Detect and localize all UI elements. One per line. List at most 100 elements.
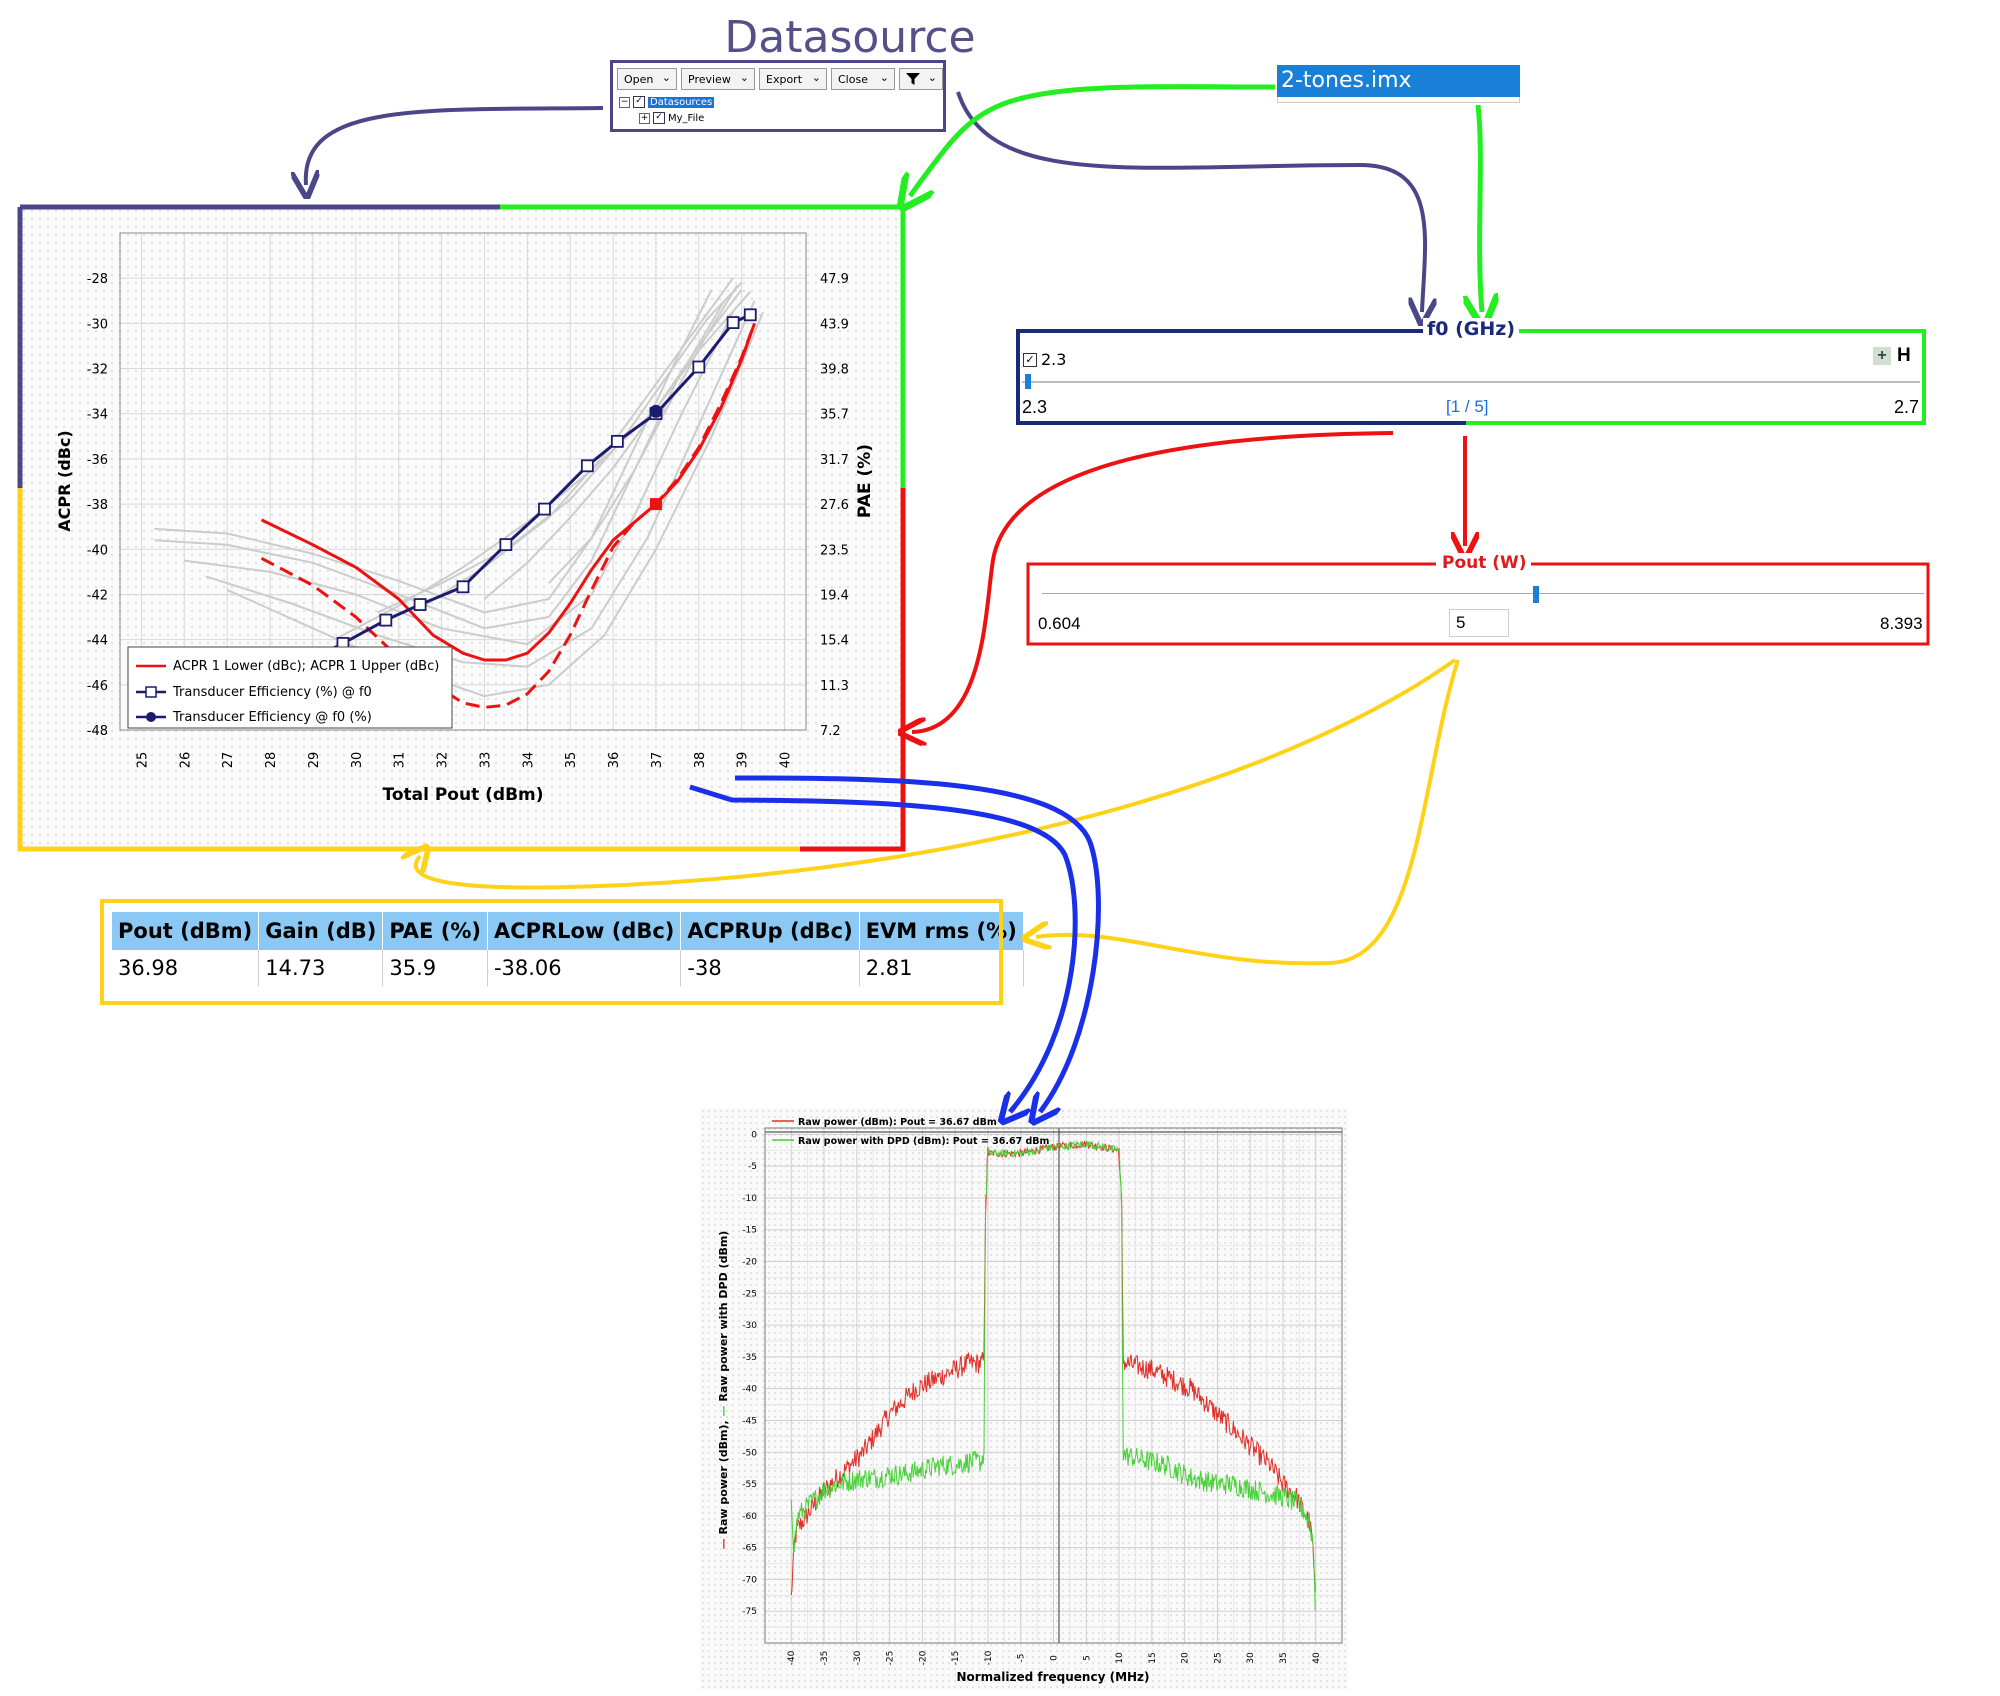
- x-tick-label: -35: [820, 1651, 830, 1666]
- close-button-label: Close: [838, 72, 868, 86]
- cell-pout: 36.98: [112, 950, 260, 986]
- collapse-icon[interactable]: −: [619, 96, 630, 108]
- spectrum-ylabel-part-raw: Raw power (dBm): [717, 1425, 730, 1535]
- y-tick-label-left: -36: [87, 453, 108, 468]
- f0-panel-border: [1016, 329, 1926, 425]
- y-tick-label-left: -40: [87, 543, 108, 558]
- data-point-square: [538, 502, 551, 516]
- y-tick-label-right: 19.4: [820, 588, 849, 603]
- y-tick-label-right: 7.2: [820, 724, 841, 739]
- spectrum-ylabel: — Raw power (dBm), — Raw power with DPD …: [717, 1231, 730, 1550]
- f0-slider-thumb[interactable]: [1025, 374, 1031, 389]
- column-header-acprup[interactable]: ACPRUp (dBc): [680, 912, 860, 950]
- x-tick-label: 32: [436, 752, 451, 769]
- pout-slider-thumb[interactable]: [1533, 586, 1539, 603]
- selected-point-dot: [649, 404, 663, 418]
- y-tick-label-left: -30: [87, 317, 108, 332]
- f0-slider-track[interactable]: [1022, 381, 1920, 383]
- expand-icon[interactable]: +: [639, 112, 650, 124]
- pout-max-value: 8.393: [1880, 614, 1923, 633]
- column-header-evm[interactable]: EVM rms (%): [859, 912, 1024, 950]
- data-point-square: [413, 598, 427, 611]
- column-header-pout[interactable]: Pout (dBm): [112, 912, 260, 950]
- connector-f0-to-chart: [912, 431, 1394, 732]
- pout-value-input[interactable]: 5: [1449, 609, 1509, 637]
- main-chart-ylabel-left: ACPR (dBc): [55, 430, 74, 532]
- x-tick-label: 0: [1050, 1655, 1060, 1661]
- legend-marker-square: [145, 686, 157, 698]
- f0-max-value: 2.7: [1894, 397, 1920, 417]
- chevron-down-icon: ⌄: [879, 71, 889, 84]
- file-name-chip[interactable]: 2-tones.imx: [1277, 65, 1520, 97]
- connector-file-to-chart: [910, 84, 1276, 196]
- y-tick-label-left: -34: [87, 408, 108, 423]
- legend-box: [127, 646, 453, 729]
- checkbox-my-file[interactable]: ✓: [653, 112, 665, 124]
- x-tick-label: 38: [693, 752, 708, 769]
- results-header-row: Pout (dBm) Gain (dB) PAE (%) ACPRLow (dB…: [112, 912, 1024, 950]
- filter-icon: [906, 73, 920, 85]
- legend-marker-dot: [146, 712, 156, 722]
- legend-label-te-open: Transducer Efficiency (%) @ f0: [172, 685, 372, 700]
- data-point-square: [456, 580, 470, 594]
- filter-button[interactable]: ⌄: [899, 68, 943, 90]
- y-tick-label: -20: [742, 1258, 757, 1268]
- f0-title: f0 (GHz): [1423, 318, 1520, 340]
- tree-item-datasources[interactable]: − ✓ Datasources: [619, 96, 715, 108]
- cell-acprup: -38: [680, 950, 860, 986]
- main-chart-plot-frame: [119, 232, 807, 731]
- data-point-square: [580, 459, 594, 473]
- background-sweep-curve: [154, 289, 713, 614]
- y-tick-label: -50: [742, 1448, 757, 1458]
- f0-value-checkbox[interactable]: ✓ 2.3: [1023, 350, 1066, 369]
- data-point-square: [379, 613, 393, 627]
- main-chart-xlabel: Total Pout (dBm): [382, 785, 543, 805]
- preview-button[interactable]: Preview ⌄: [681, 68, 755, 90]
- main-chart-ylabel-right: PAE (%): [855, 444, 875, 518]
- checkbox-datasources[interactable]: ✓: [633, 96, 645, 108]
- spectrum-grid: [765, 1128, 1342, 1644]
- data-point-square: [726, 316, 740, 329]
- y-tick-label: -40: [742, 1385, 757, 1395]
- pout-slider-track[interactable]: [1042, 593, 1924, 594]
- spectrum-ylabel-text: — Raw power (dBm), — Raw power with DPD …: [717, 1231, 730, 1550]
- x-tick-label: 40: [779, 752, 794, 769]
- x-tick-label: -20: [918, 1650, 928, 1665]
- connector-pout-to-table: [1036, 659, 1460, 966]
- x-tick-label: 29: [307, 752, 322, 769]
- x-tick-label: 28: [264, 752, 279, 769]
- x-tick-label: -10: [984, 1650, 994, 1665]
- y-tick-label-right: 23.5: [820, 543, 849, 558]
- column-header-acprlow[interactable]: ACPRLow (dBc): [487, 912, 682, 950]
- y-tick-label-right: 11.3: [820, 679, 849, 694]
- column-header-pae[interactable]: PAE (%): [382, 912, 488, 950]
- y-tick-label-right: 43.9: [820, 317, 849, 332]
- connector-pout-to-chart: [416, 658, 1457, 890]
- x-tick-label: 27: [221, 752, 236, 769]
- table-row[interactable]: 36.98 14.73 35.9 -38.06 -38 2.81: [112, 950, 1024, 986]
- chart-panel-border: [17, 204, 906, 852]
- preview-button-label: Preview: [688, 72, 731, 86]
- column-header-gain[interactable]: Gain (dB): [258, 912, 384, 950]
- main-chart-background-curves: [154, 277, 765, 698]
- main-chart-legend: ACPR 1 Lower (dBc); ACPR 1 Upper (dBc) T…: [127, 646, 453, 729]
- x-tick-label: 20: [1181, 1652, 1191, 1664]
- data-point-square: [610, 434, 624, 448]
- y-tick-label: -5: [748, 1162, 757, 1172]
- y-tick-label: -15: [742, 1226, 757, 1236]
- spectrum-trace: [790, 1139, 1316, 1611]
- close-button[interactable]: Close ⌄: [831, 68, 895, 90]
- checkbox-icon[interactable]: ✓: [1023, 352, 1037, 367]
- open-button[interactable]: Open ⌄: [617, 68, 677, 90]
- export-button[interactable]: Export ⌄: [759, 68, 827, 90]
- y-tick-label: -35: [742, 1353, 757, 1363]
- add-icon[interactable]: +: [1873, 347, 1891, 365]
- tree-item-my-file[interactable]: + ✓ My_File: [639, 112, 704, 124]
- main-chart-grid: [120, 233, 806, 731]
- main-chart-series: [250, 308, 757, 709]
- spectrum-legend-raw: Raw power (dBm): Pout = 36.67 dBm: [798, 1117, 997, 1128]
- f0-h-label[interactable]: H: [1897, 345, 1911, 366]
- x-tick-label: 5: [1082, 1655, 1092, 1661]
